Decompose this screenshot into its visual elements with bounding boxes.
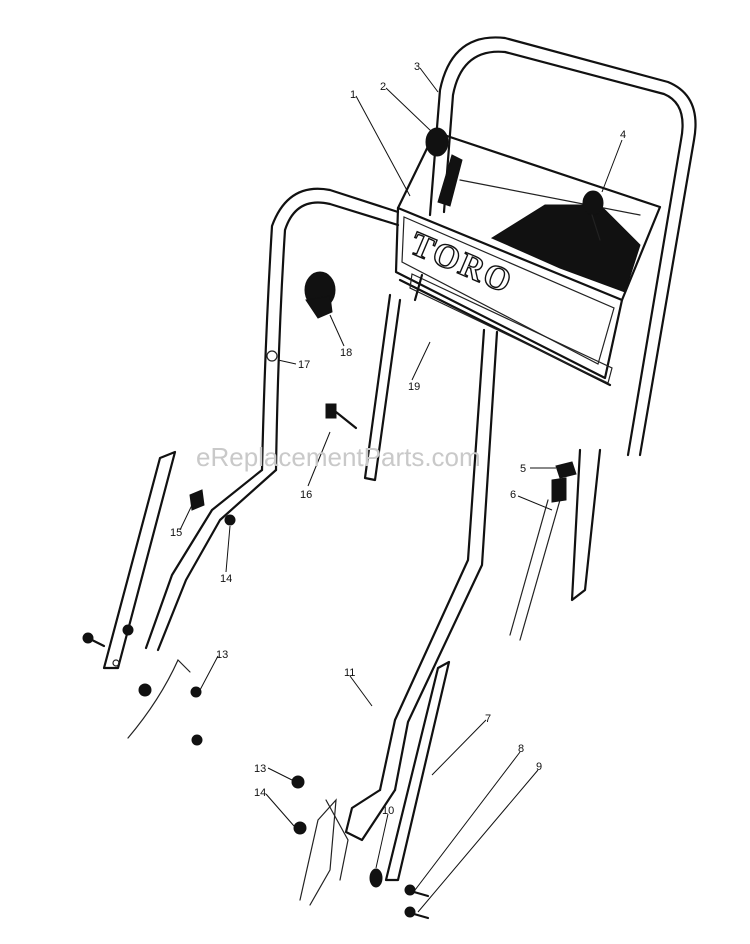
left-bracket (102, 450, 177, 670)
callout-5: 5 (520, 463, 526, 475)
callout-6: 6 (510, 489, 516, 501)
callout-14-bottom: 14 (254, 787, 266, 799)
callout-2: 2 (380, 81, 386, 93)
callout-10: 10 (382, 805, 394, 817)
callout-15: 15 (170, 527, 182, 539)
callout-19: 19 (408, 381, 420, 393)
bolt-16 (325, 403, 358, 430)
choke-knob (582, 190, 604, 241)
callout-3: 3 (414, 61, 420, 73)
callout-14-left: 14 (220, 573, 232, 585)
callout-7: 7 (485, 713, 491, 725)
callout-8: 8 (518, 743, 524, 755)
leader-lines (179, 67, 623, 913)
callouts: 1 2 3 4 5 6 7 8 9 10 11 13 13 14 14 15 1… (170, 61, 626, 817)
callout-16: 16 (300, 489, 312, 501)
callout-17: 17 (298, 359, 310, 371)
base-fragments (127, 658, 349, 906)
callout-9: 9 (536, 761, 542, 773)
right-bracket (384, 660, 451, 882)
handle-knob (304, 271, 336, 319)
callout-13-bottom: 13 (254, 763, 266, 775)
lower-handle (144, 187, 499, 842)
control-panel (394, 130, 662, 387)
callout-13-left: 13 (216, 649, 228, 661)
callout-18: 18 (340, 347, 352, 359)
callout-4: 4 (620, 129, 626, 141)
watermark: eReplacementParts.com (196, 442, 481, 472)
callout-11: 11 (344, 667, 355, 679)
callout-1: 1 (350, 89, 356, 101)
throttle-knob (425, 127, 463, 207)
center-rod (363, 273, 424, 482)
hardware (82, 350, 430, 920)
upper-handle (428, 36, 697, 457)
right-rod (509, 448, 602, 641)
